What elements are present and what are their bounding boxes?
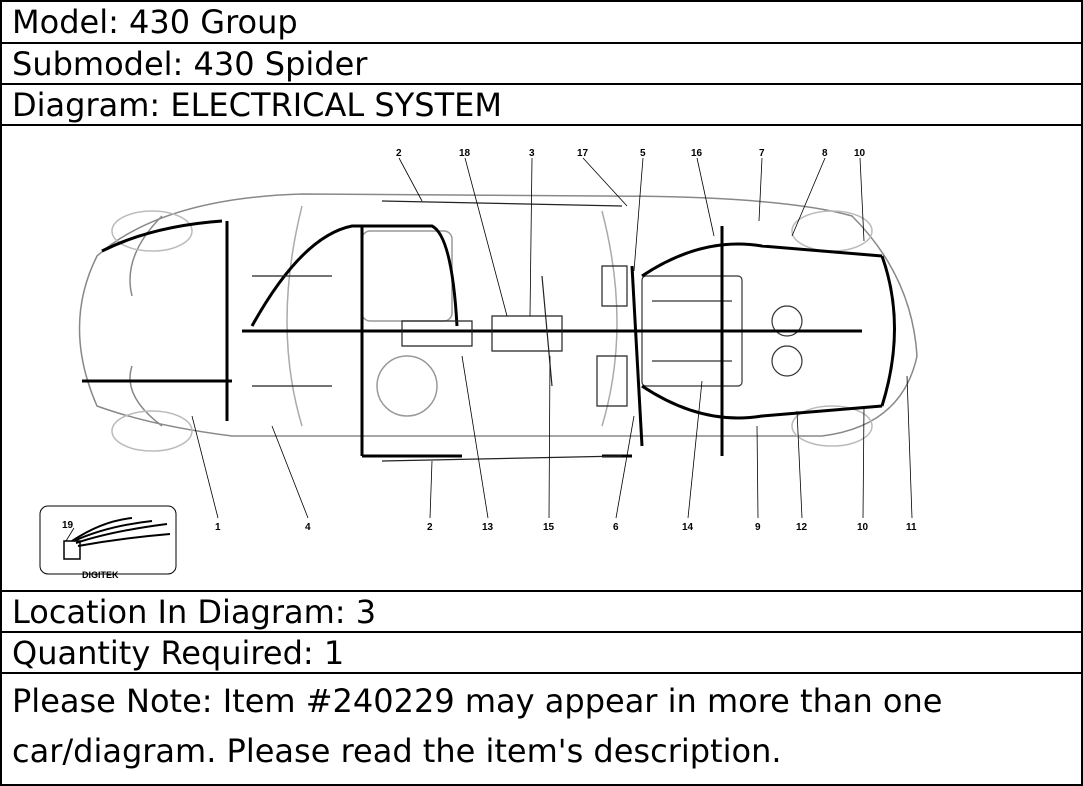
model-text: Model: 430 Group bbox=[12, 3, 298, 41]
callout-top-8: 8 bbox=[822, 148, 828, 159]
wiring-harness-thin bbox=[252, 200, 628, 462]
callout-bottom-9: 9 bbox=[755, 522, 761, 533]
submodel-row: Submodel: 430 Spider bbox=[2, 44, 1081, 85]
wiring-harness bbox=[82, 219, 896, 458]
callout-bottom-13: 13 bbox=[482, 522, 494, 533]
callout-top-2: 2 bbox=[396, 148, 402, 159]
callout-top-10: 10 bbox=[854, 148, 866, 159]
callout-top-5: 5 bbox=[640, 148, 646, 159]
callout-bottom-14: 14 bbox=[682, 522, 694, 533]
callout-top-7: 7 bbox=[759, 148, 765, 159]
electrical-diagram: 2 18 3 17 5 16 7 8 10 1 4 2 13 15 6 14 9… bbox=[39, 148, 918, 580]
callout-top-18: 18 bbox=[459, 148, 471, 159]
note-row: Please Note: Item #240229 may appear in … bbox=[2, 674, 1081, 784]
callout-bottom-10: 10 bbox=[857, 522, 869, 533]
callout-bottom-1: 1 bbox=[215, 522, 221, 533]
quantity-row: Quantity Required: 1 bbox=[2, 633, 1081, 674]
leader-lines bbox=[191, 157, 913, 519]
callout-top-17: 17 bbox=[577, 148, 589, 159]
callout-bottom-12: 12 bbox=[796, 522, 808, 533]
diagram-text: Diagram: ELECTRICAL SYSTEM bbox=[12, 86, 502, 124]
inset-brand: DIGITEK bbox=[82, 570, 119, 580]
callout-bottom-15: 15 bbox=[543, 522, 555, 533]
location-text: Location In Diagram: 3 bbox=[12, 593, 377, 631]
callout-top-3: 3 bbox=[529, 148, 535, 159]
callout-bottom-4: 4 bbox=[305, 522, 311, 533]
diagram-row: Diagram: ELECTRICAL SYSTEM bbox=[2, 85, 1081, 126]
callout-bottom-2: 2 bbox=[427, 522, 433, 533]
callout-bottom-11: 11 bbox=[906, 522, 917, 533]
note-text: Please Note: Item #240229 may appear in … bbox=[12, 682, 943, 770]
submodel-text: Submodel: 430 Spider bbox=[12, 45, 368, 83]
quantity-text: Quantity Required: 1 bbox=[12, 634, 345, 672]
inset-number: 19 bbox=[62, 520, 74, 531]
callout-top-16: 16 bbox=[691, 148, 703, 159]
callout-bottom-6: 6 bbox=[613, 522, 619, 533]
location-row: Location In Diagram: 3 bbox=[2, 592, 1081, 633]
diagram-image-row: 2 18 3 17 5 16 7 8 10 1 4 2 13 15 6 14 9… bbox=[2, 126, 1081, 592]
connector-inset bbox=[39, 505, 177, 575]
model-row: Model: 430 Group bbox=[2, 2, 1081, 44]
